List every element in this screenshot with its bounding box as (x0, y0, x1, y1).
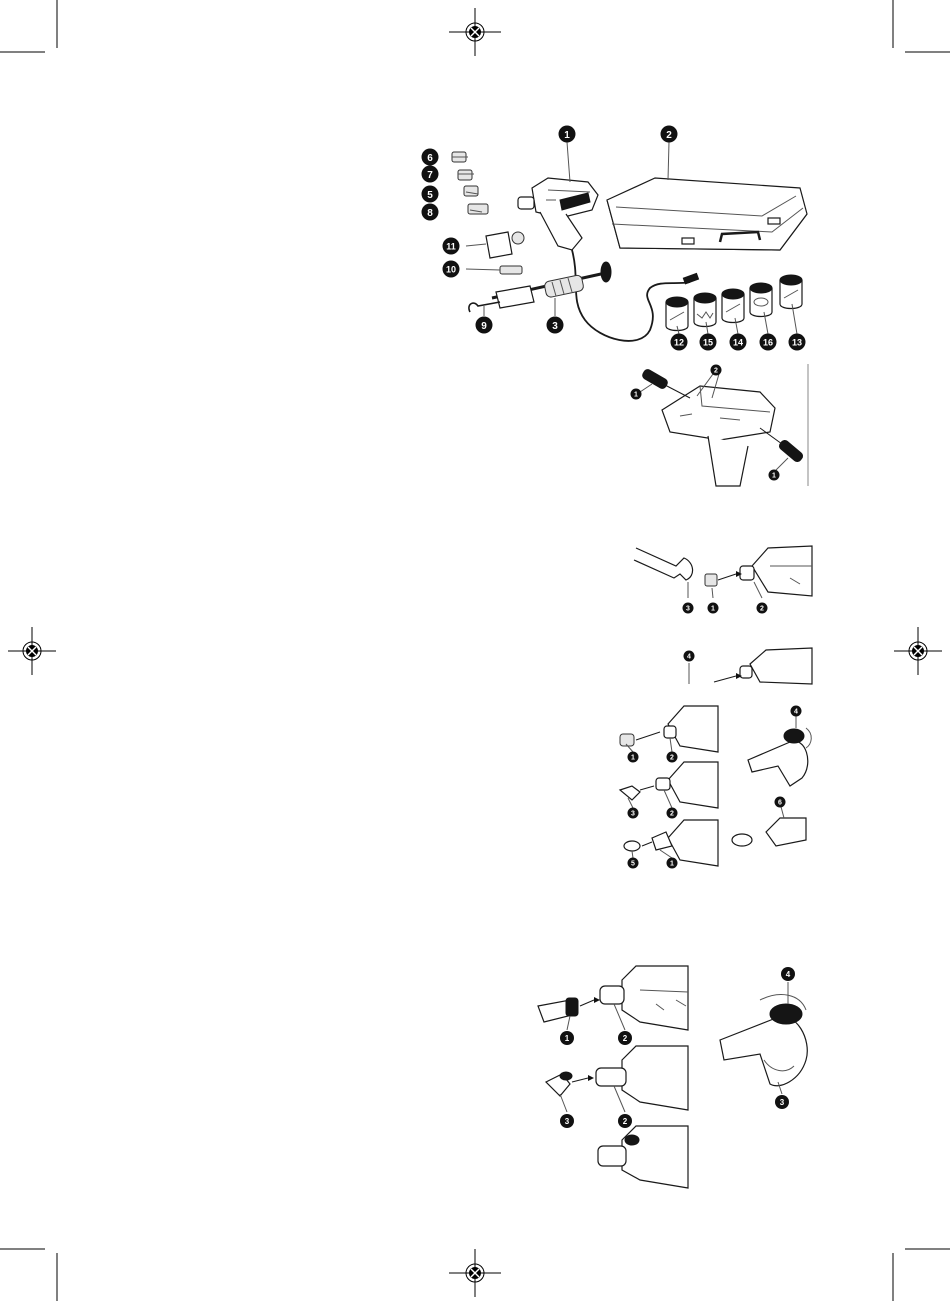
callout-4-c: 4 (684, 651, 695, 662)
figure-tip-fitting: 3 1 2 4 (634, 546, 812, 684)
spot-puller-gun-illustration (518, 178, 598, 250)
svg-text:14: 14 (733, 338, 743, 348)
callout-tip: 1 (708, 603, 719, 614)
figure-accessory-assembly-large: 1 2 3 2 4 3 (538, 966, 807, 1188)
svg-text:1: 1 (565, 1034, 570, 1043)
callout-d-5: 5 (628, 858, 639, 869)
callout-15: 15 (700, 334, 717, 351)
svg-text:1: 1 (564, 130, 570, 141)
callout-6: 6 (422, 149, 439, 166)
callout-plug-bottom: 1 (769, 470, 780, 481)
svg-text:16: 16 (763, 338, 773, 348)
callout-1: 1 (559, 126, 576, 143)
svg-text:13: 13 (792, 338, 802, 348)
svg-text:3: 3 (686, 606, 690, 613)
callout-e-2: 2 (618, 1031, 632, 1045)
callout-sockets: 2 (711, 365, 722, 376)
callout-d-4: 4 (791, 706, 802, 717)
svg-text:3: 3 (552, 321, 558, 332)
callout-d-1: 1 (628, 752, 639, 763)
svg-text:4: 4 (794, 709, 798, 716)
callout-3: 3 (547, 317, 564, 334)
callout-e-4: 4 (781, 967, 795, 981)
callout-11: 11 (443, 238, 460, 255)
svg-text:2: 2 (670, 811, 674, 818)
callout-d-6: 6 (775, 797, 786, 808)
svg-text:2: 2 (760, 606, 764, 613)
callout-plug-top: 1 (631, 389, 642, 400)
carrying-case-illustration (607, 178, 807, 250)
callout-8: 8 (422, 204, 439, 221)
registration-mark-left (8, 627, 56, 675)
svg-text:3: 3 (565, 1117, 570, 1126)
callout-16: 16 (760, 334, 777, 351)
figure-kit-overview: 1 2 6 7 5 8 11 10 9 3 12 15 14 16 13 (422, 126, 808, 351)
svg-text:6: 6 (778, 800, 782, 807)
callout-d-2: 2 (667, 752, 678, 763)
callout-12: 12 (671, 334, 688, 351)
registration-mark-top (449, 8, 501, 56)
svg-text:4: 4 (687, 654, 691, 661)
svg-text:5: 5 (427, 190, 433, 201)
svg-text:1: 1 (772, 473, 776, 480)
svg-text:10: 10 (446, 265, 456, 275)
svg-text:2: 2 (623, 1034, 628, 1043)
svg-text:8: 8 (427, 208, 433, 219)
svg-text:6: 6 (427, 153, 433, 164)
callout-9: 9 (476, 317, 493, 334)
callout-e-1: 1 (560, 1031, 574, 1045)
svg-text:7: 7 (427, 170, 433, 181)
callout-d-3: 3 (628, 808, 639, 819)
svg-text:4: 4 (786, 970, 791, 979)
svg-text:1: 1 (670, 861, 674, 868)
callout-10: 10 (443, 261, 460, 278)
callout-e-2b: 2 (618, 1114, 632, 1128)
svg-text:2: 2 (666, 130, 672, 141)
figure-accessory-assembly-small: 1 2 3 2 5 1 4 6 (620, 706, 811, 869)
callout-7: 7 (422, 166, 439, 183)
svg-text:2: 2 (670, 755, 674, 762)
callout-d-2b: 2 (667, 808, 678, 819)
svg-text:5: 5 (631, 861, 635, 868)
svg-text:2: 2 (623, 1117, 628, 1126)
callout-14: 14 (730, 334, 747, 351)
svg-text:1: 1 (711, 606, 715, 613)
svg-text:1: 1 (634, 392, 638, 399)
svg-text:2: 2 (714, 368, 718, 375)
svg-text:3: 3 (631, 811, 635, 818)
svg-text:15: 15 (703, 338, 713, 348)
callout-nozzle: 2 (757, 603, 768, 614)
svg-text:3: 3 (780, 1098, 785, 1107)
svg-text:1: 1 (631, 755, 635, 762)
callout-e-3b: 3 (775, 1095, 789, 1109)
svg-text:12: 12 (674, 338, 684, 348)
callout-d-1b: 1 (667, 858, 678, 869)
svg-text:9: 9 (481, 321, 487, 332)
callout-13: 13 (789, 334, 806, 351)
callout-wrench: 3 (683, 603, 694, 614)
figure-cable-connection: 1 2 1 (631, 364, 809, 486)
svg-text:11: 11 (446, 242, 456, 252)
callout-2: 2 (661, 126, 678, 143)
electrode-tips-illustration (452, 152, 524, 274)
registration-mark-bottom (449, 1249, 501, 1297)
callout-e-3: 3 (560, 1114, 574, 1128)
callout-5: 5 (422, 186, 439, 203)
registration-mark-right (894, 627, 942, 675)
